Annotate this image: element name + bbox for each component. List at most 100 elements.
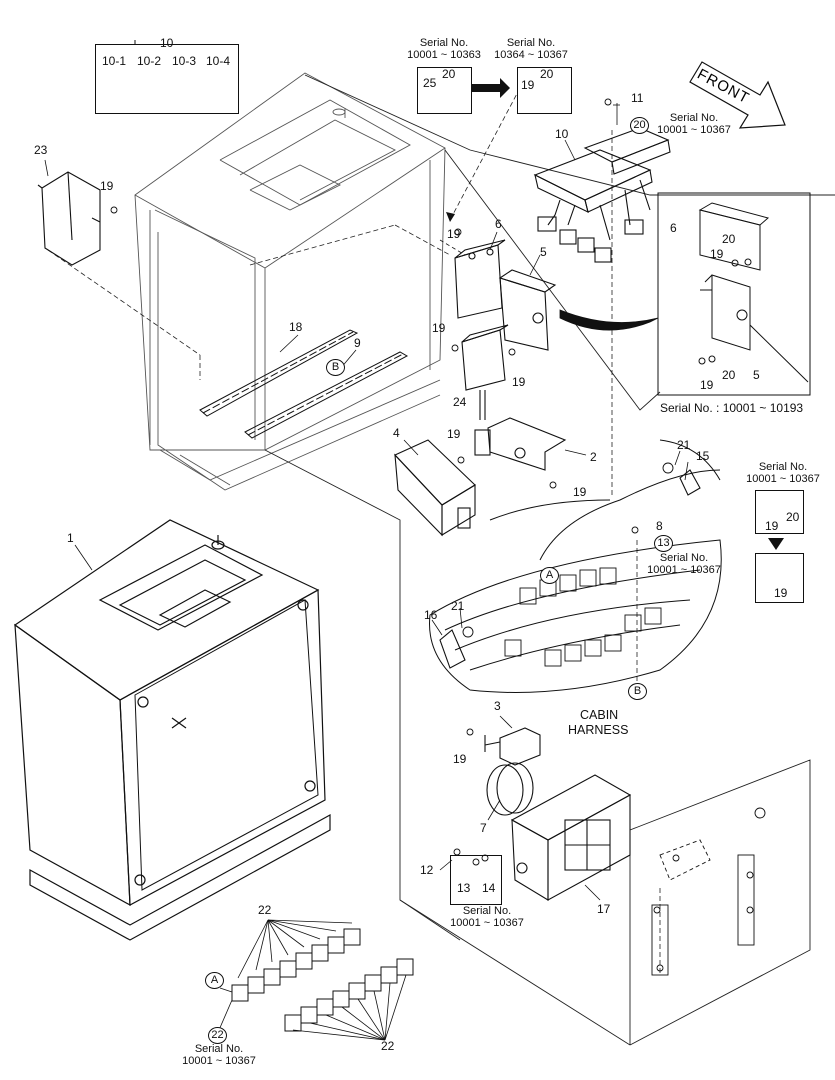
serial-box-7 [450, 855, 502, 905]
serial-4: Serial No. : 10001 ~ 10193 [660, 401, 804, 415]
harness-connectors [504, 567, 662, 667]
serial-1: Serial No.10001 ~ 10363 [407, 37, 481, 61]
callout-20e: 20 [786, 510, 800, 524]
circled-A2: A [205, 972, 224, 989]
circled-B1: B [326, 359, 345, 376]
circled-13a: 13 [654, 535, 673, 552]
callout-21b: 21 [451, 599, 465, 613]
inset-6-5 [657, 192, 811, 396]
relay-5 [498, 269, 557, 351]
callout-10-4: 10-4 [206, 54, 231, 68]
relay-24 [461, 324, 509, 420]
serial-6: Serial No.10001 ~ 10367 [647, 552, 721, 576]
callout-22b: 22 [381, 1039, 395, 1053]
fuse-box-10 [533, 127, 671, 263]
switch-2 [474, 417, 567, 471]
callout-12: 12 [420, 863, 434, 877]
callout-10-1: 10-1 [102, 54, 127, 68]
callout-20d: 20 [722, 368, 736, 382]
harness-label: HARNESS [568, 723, 629, 737]
clamp-16 [439, 629, 466, 669]
part-3 [484, 727, 541, 766]
callout-19a: 19 [521, 78, 535, 92]
callout-19b: 19 [100, 179, 114, 193]
callout-22a: 22 [258, 903, 272, 917]
callout-5: 5 [540, 245, 547, 259]
circled-B2: B [628, 683, 647, 700]
callout-10: 10 [555, 127, 569, 141]
callout-10-3: 10-3 [172, 54, 197, 68]
callout-19l: 19 [453, 752, 467, 766]
callout-19j: 19 [765, 519, 779, 533]
callout-7: 7 [480, 821, 487, 835]
serial-box-5a [755, 490, 804, 534]
callout-25: 25 [423, 76, 437, 90]
callout-18: 18 [289, 320, 303, 334]
clamp-15 [679, 469, 701, 496]
cabin-label: CABIN [580, 708, 619, 722]
curved-arrow [559, 309, 659, 331]
callout-20c: 20 [722, 232, 736, 246]
callout-19c: 19 [447, 227, 461, 241]
callout-19i: 19 [573, 485, 587, 499]
callout-19k: 19 [774, 586, 788, 600]
callout-11: 11 [631, 91, 644, 105]
bracket-plate [651, 839, 755, 976]
callout-19d: 19 [710, 247, 724, 261]
callout-20b: 20 [540, 67, 554, 81]
cover-23 [37, 171, 101, 266]
callout-21a: 21 [677, 438, 691, 452]
front-arrow [689, 61, 786, 129]
serial-box-2 [517, 67, 572, 114]
circled-22: 22 [208, 1027, 227, 1044]
serial-7: Serial No.10001 ~ 10367 [450, 905, 524, 929]
rail-18 [199, 329, 359, 417]
circled-20: 20 [630, 117, 649, 134]
fuse-kit-box [95, 44, 239, 114]
callout-4: 4 [393, 426, 400, 440]
callout-19h: 19 [447, 427, 461, 441]
frame-lines [264, 74, 835, 1046]
callout-6: 6 [495, 217, 502, 231]
serial-8: Serial No.10001 ~ 10367 [182, 1043, 256, 1067]
callout-14: 14 [482, 881, 496, 895]
serial-3: Serial No.10001 ~ 10367 [657, 112, 731, 136]
callout-19g: 19 [512, 375, 526, 389]
callout-10-2: 10-2 [137, 54, 162, 68]
callout-13: 13 [457, 881, 471, 895]
callout-6b: 6 [670, 221, 677, 235]
callout-3: 3 [494, 699, 501, 713]
controller-4 [394, 439, 476, 537]
callout-5b: 5 [753, 368, 760, 382]
rail-9 [244, 351, 409, 439]
callout-19e: 19 [700, 378, 714, 392]
callout-2: 2 [590, 450, 597, 464]
callout-19f: 19 [432, 321, 446, 335]
callout-8: 8 [656, 519, 663, 533]
callout-17: 17 [597, 902, 611, 916]
relay-6 [454, 239, 506, 319]
circled-A1: A [540, 567, 559, 584]
callout-23: 23 [34, 143, 48, 157]
serial-box-5b [755, 553, 804, 603]
cabin-harness [429, 439, 722, 693]
serial-5: Serial No.10001 ~ 10367 [746, 461, 820, 485]
serial-arrows [470, 78, 784, 550]
serial-box-1 [417, 67, 472, 114]
relay-strip-22b [284, 958, 414, 1032]
callout-24: 24 [453, 395, 467, 409]
main-box-1 [13, 519, 331, 941]
serial-2: Serial No.10364 ~ 10367 [494, 37, 568, 61]
callout-1: 1 [67, 531, 74, 545]
callout-10-top: 10 [160, 36, 174, 50]
leader-fan-22 [218, 919, 407, 1041]
arrow-tip [446, 212, 455, 222]
buzzer-7 [486, 762, 534, 816]
callout-9: 9 [354, 336, 361, 350]
rear-enclosure [134, 72, 446, 491]
callout-20a: 20 [442, 67, 456, 81]
callout-16: 16 [424, 608, 438, 622]
callout-15: 15 [696, 449, 710, 463]
